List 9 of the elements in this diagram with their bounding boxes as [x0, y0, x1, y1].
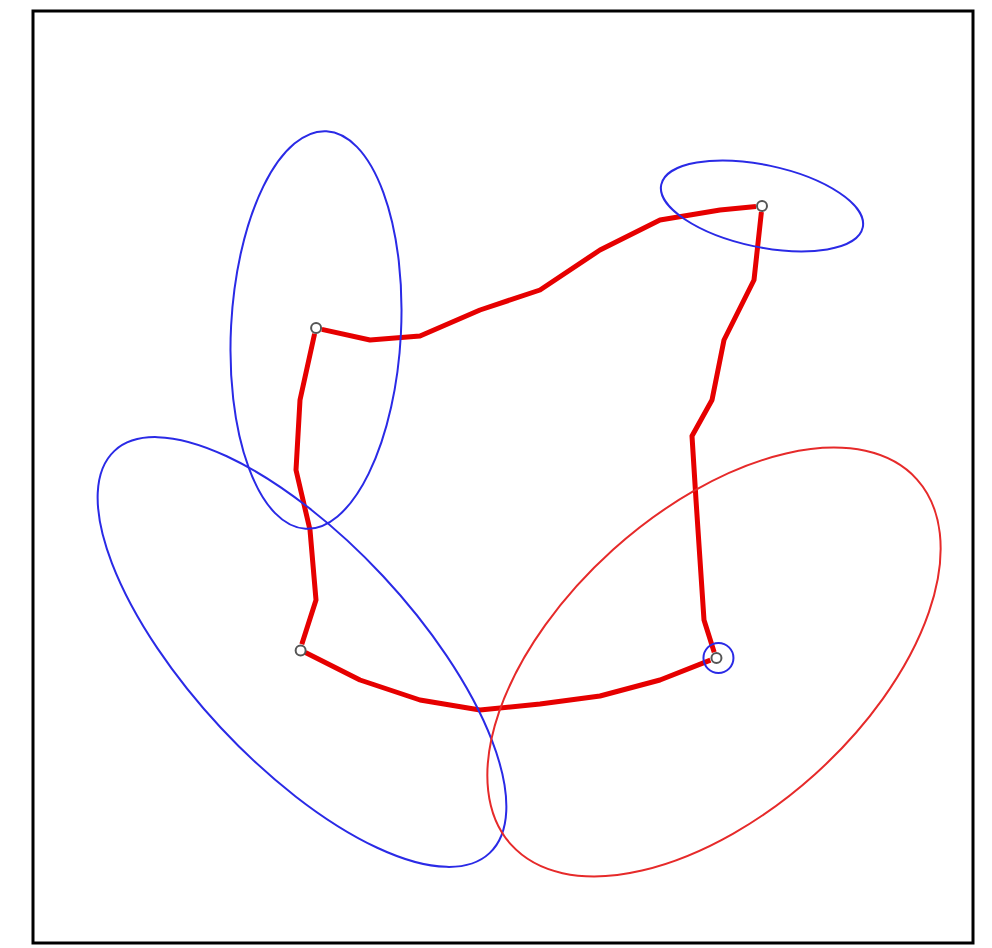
path-line — [689, 211, 764, 653]
point-marker — [756, 200, 768, 212]
path-line — [321, 204, 757, 343]
point-marker — [294, 644, 306, 656]
path-line — [304, 650, 712, 713]
circle-outline — [701, 642, 734, 674]
point-marker — [310, 322, 322, 334]
point-marker — [709, 652, 722, 664]
path-line — [293, 333, 319, 645]
